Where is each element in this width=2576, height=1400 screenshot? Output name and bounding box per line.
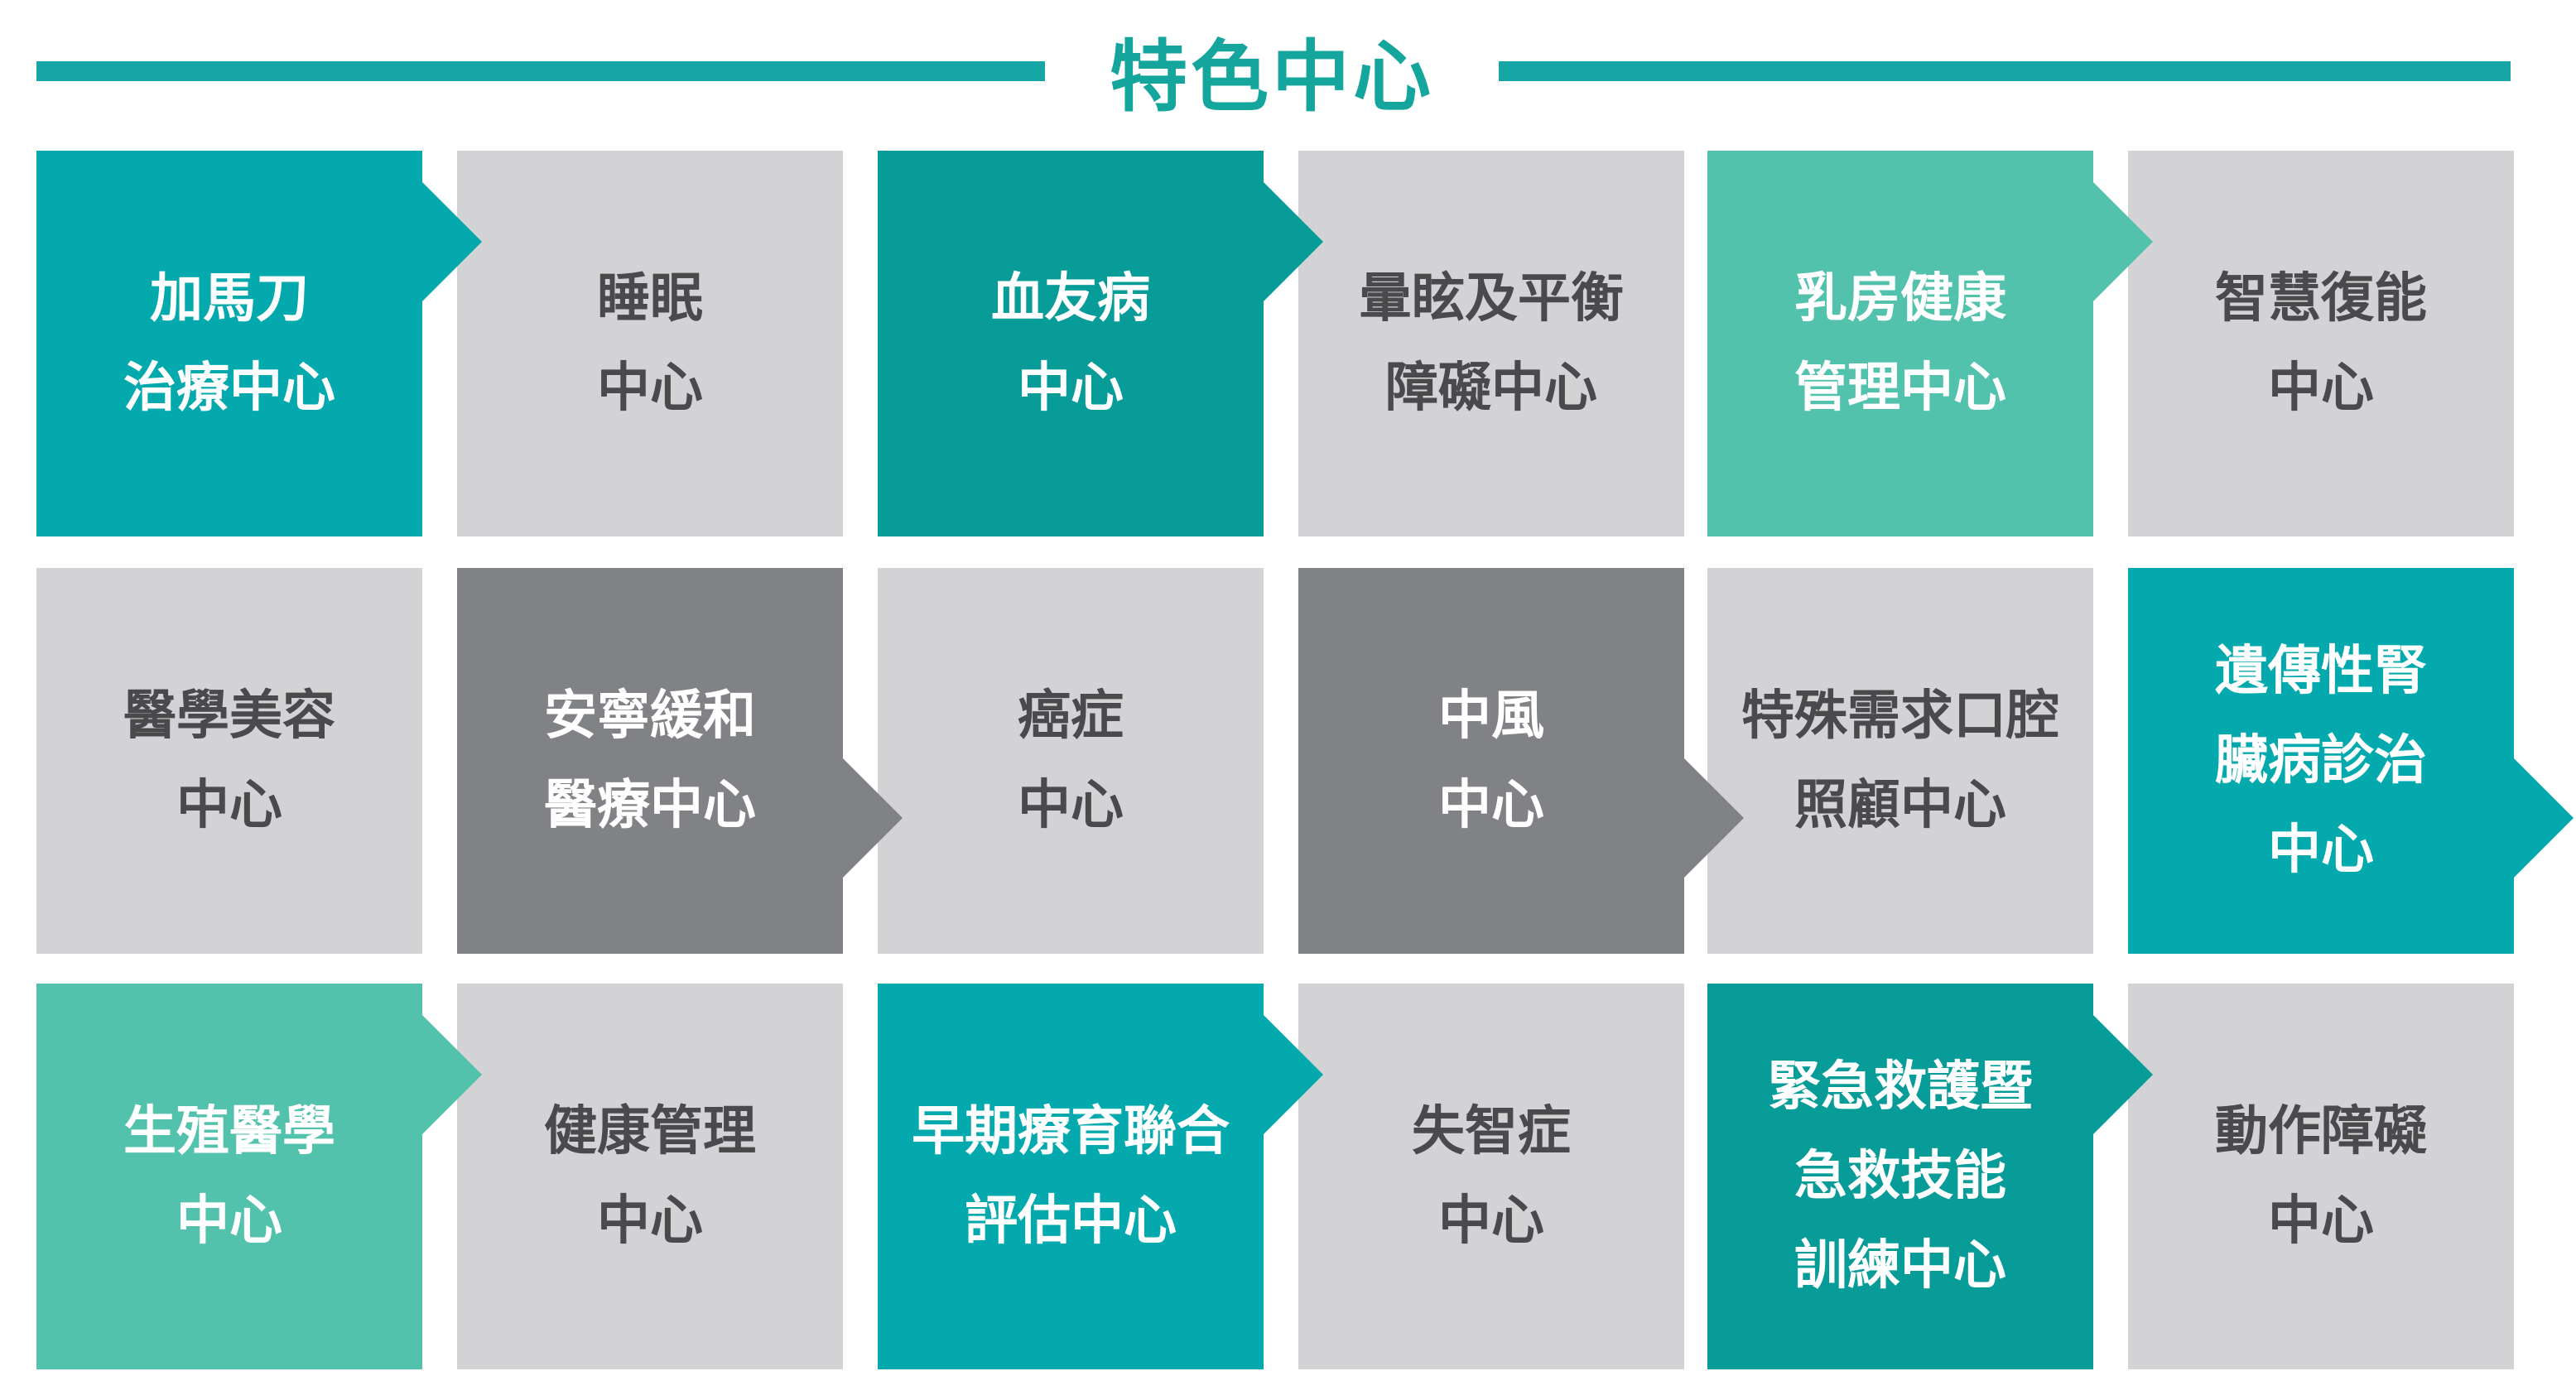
center-tile-label: 加馬刀治療中心: [123, 254, 335, 433]
center-tile[interactable]: 健康管理中心: [457, 984, 843, 1369]
center-tile-label: 緊急救護暨急救技能訓練中心: [1768, 1042, 2033, 1311]
center-tile-label: 特殊需求口腔照顧中心: [1741, 671, 2059, 850]
center-tile-label-line: 癌症: [1018, 686, 1124, 747]
center-tile-label-line: 遺傳性腎: [2215, 641, 2427, 702]
center-tile[interactable]: 暈眩及平衡障礙中心: [1298, 151, 1684, 536]
center-tile-label-line: 評估中心: [965, 1191, 1177, 1252]
center-tile[interactable]: 失智症中心: [1298, 984, 1684, 1369]
center-tile-label-line: 加馬刀: [150, 268, 309, 330]
center-tile-label-line: 乳房健康: [1794, 268, 2006, 330]
center-tile-label: 失智症中心: [1412, 1087, 1571, 1266]
center-tile[interactable]: 血友病中心: [878, 151, 1264, 536]
center-tile-label-line: 智慧復能: [2215, 268, 2427, 330]
center-tile-label-line: 暈眩及平衡: [1359, 268, 1624, 330]
center-tile-label-line: 睡眠: [597, 268, 703, 330]
center-tile[interactable]: 安寧緩和醫療中心: [457, 568, 843, 954]
center-tile-label-line: 緊急救護暨: [1768, 1056, 2033, 1118]
arrow-right-icon: [2093, 182, 2153, 301]
center-tile[interactable]: 癌症中心: [878, 568, 1264, 954]
center-tile[interactable]: 早期療育聯合評估中心: [878, 984, 1264, 1369]
center-tile-label-line: 中心: [176, 775, 282, 836]
center-tile-label-line: 中心: [1018, 358, 1124, 419]
center-tile-label-line: 管理中心: [1794, 358, 2006, 419]
center-tile-label-line: 醫療中心: [544, 775, 756, 836]
center-tile-label-line: 中心: [2268, 820, 2374, 881]
arrow-right-icon: [1264, 182, 1323, 301]
center-tile-label: 健康管理中心: [544, 1087, 756, 1266]
center-tile[interactable]: 乳房健康管理中心: [1707, 151, 2093, 536]
arrow-right-icon: [1264, 1015, 1323, 1134]
center-tile[interactable]: 醫學美容中心: [36, 568, 422, 954]
center-tile-label-line: 中心: [2268, 358, 2374, 419]
center-tile[interactable]: 遺傳性腎臟病診治中心: [2128, 568, 2514, 954]
center-tile-label-line: 中心: [1438, 1191, 1544, 1252]
center-tile-label: 中風中心: [1438, 671, 1544, 850]
center-tile-label: 醫學美容中心: [123, 671, 335, 850]
center-tile-label-line: 中心: [597, 358, 703, 419]
title-rule-left: [36, 61, 1045, 81]
center-tile[interactable]: 智慧復能中心: [2128, 151, 2514, 536]
center-tile-label-line: 中心: [597, 1191, 703, 1252]
center-tile-label: 安寧緩和醫療中心: [544, 671, 756, 850]
center-tile-label-line: 中風: [1438, 686, 1544, 747]
center-tile-label-line: 動作障礙: [2215, 1101, 2427, 1162]
arrow-right-icon: [422, 1015, 482, 1134]
center-tile-label-line: 安寧緩和: [544, 686, 756, 747]
arrow-right-icon: [2514, 758, 2574, 878]
center-tile-label-line: 障礙中心: [1385, 358, 1597, 419]
center-tile-label: 睡眠中心: [597, 254, 703, 433]
center-tile-label-line: 中心: [176, 1191, 282, 1252]
center-tile-label-line: 失智症: [1412, 1101, 1571, 1162]
center-tile-label-line: 中心: [1018, 775, 1124, 836]
center-tile-label-line: 醫學美容: [123, 686, 335, 747]
center-tile-label-line: 臟病診治: [2215, 730, 2427, 791]
center-tile-label: 生殖醫學中心: [123, 1087, 335, 1266]
center-tile-label-line: 治療中心: [123, 358, 335, 419]
arrow-right-icon: [422, 182, 482, 301]
page-title: 特色中心: [1109, 32, 1434, 123]
center-tile[interactable]: 加馬刀治療中心: [36, 151, 422, 536]
center-tile[interactable]: 緊急救護暨急救技能訓練中心: [1707, 984, 2093, 1369]
center-tile-label: 乳房健康管理中心: [1794, 254, 2006, 433]
arrow-right-icon: [2093, 1015, 2153, 1134]
arrow-right-icon: [843, 758, 903, 878]
center-tile[interactable]: 睡眠中心: [457, 151, 843, 536]
center-tile-label-line: 中心: [1438, 775, 1544, 836]
center-tile-label: 癌症中心: [1018, 671, 1124, 850]
center-tile-label-line: 健康管理: [544, 1101, 756, 1162]
center-tile-label: 智慧復能中心: [2215, 254, 2427, 433]
center-tile-label-line: 特殊需求口腔: [1741, 686, 2059, 747]
center-tile-label: 早期療育聯合評估中心: [912, 1087, 1230, 1266]
center-tile-label: 遺傳性腎臟病診治中心: [2215, 627, 2427, 895]
center-tile-label: 動作障礙中心: [2215, 1087, 2427, 1266]
center-tile-label-line: 早期療育聯合: [912, 1101, 1230, 1162]
center-tile[interactable]: 生殖醫學中心: [36, 984, 422, 1369]
center-tile-label-line: 訓練中心: [1794, 1235, 2006, 1297]
center-tile[interactable]: 中風中心: [1298, 568, 1684, 954]
center-tile[interactable]: 動作障礙中心: [2128, 984, 2514, 1369]
center-tile-label-line: 血友病: [991, 268, 1150, 330]
center-tile-label-line: 照顧中心: [1794, 775, 2006, 836]
center-tile-label: 暈眩及平衡障礙中心: [1359, 254, 1624, 433]
title-rule-right: [1499, 61, 2511, 81]
center-tile[interactable]: 特殊需求口腔照顧中心: [1707, 568, 2093, 954]
center-tile-label: 血友病中心: [991, 254, 1150, 433]
center-tile-label-line: 生殖醫學: [123, 1101, 335, 1162]
arrow-right-icon: [1684, 758, 1744, 878]
center-tile-label-line: 中心: [2268, 1191, 2374, 1252]
center-tile-label-line: 急救技能: [1794, 1146, 2006, 1207]
